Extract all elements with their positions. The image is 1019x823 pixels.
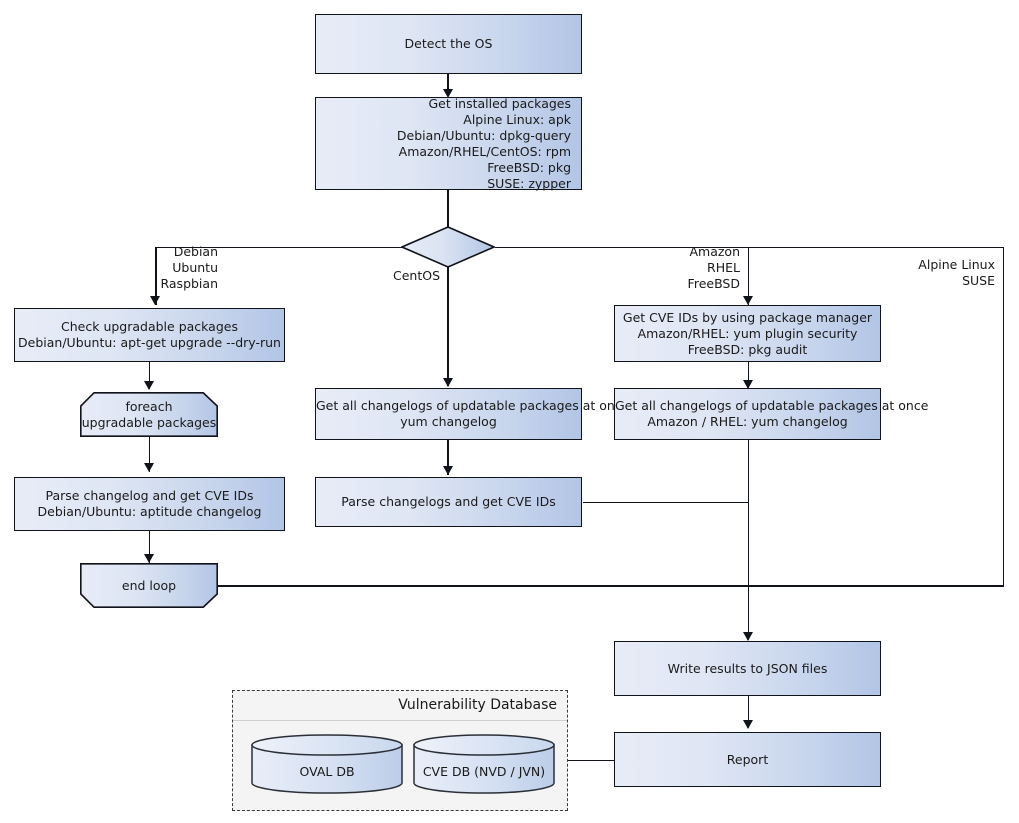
edge-decision-amazon-down	[747, 246, 750, 305]
edge-decision-centos	[447, 265, 449, 386]
node-get-installed-packages-line1: Get installed packages	[428, 95, 571, 111]
node-foreach-loop-start[interactable]: foreach upgradable packages	[80, 392, 218, 437]
branch-label-amazon-line3: FreeBSD	[687, 276, 740, 291]
arrow-centos-changelogs-to-parse	[442, 466, 453, 475]
node-get-installed-packages-line2: Alpine Linux: apk	[463, 111, 571, 127]
node-get-installed-packages-line5: FreeBSD: pkg	[487, 159, 571, 175]
db-cylinder-oval[interactable]: OVAL DB	[251, 734, 403, 798]
branch-label-amazon: Amazon RHEL FreeBSD	[620, 244, 740, 292]
arrow-write-to-report	[742, 720, 753, 729]
arrow-trunk-to-write	[742, 632, 753, 641]
node-check-upgradable-line1: Check upgradable packages	[61, 319, 238, 334]
node-get-installed-packages[interactable]: Get installed packages Alpine Linux: apk…	[315, 95, 582, 191]
node-parse-changelog-debian[interactable]: Parse changelog and get CVE IDs Debian/U…	[14, 477, 285, 531]
branch-label-alpine-line2: SUSE	[962, 273, 995, 288]
branch-label-debian-line2: Ubuntu	[172, 260, 218, 275]
edge-centos-parse-to-trunk	[583, 501, 749, 504]
node-changelogs-amazon-line2: Amazon / RHEL: yum changelog	[647, 414, 848, 429]
node-changelogs-amazon-line1: Get all changelogs of updatable packages…	[615, 398, 929, 413]
branch-label-centos: CentOS	[330, 268, 440, 284]
node-get-installed-packages-line4: Amazon/RHEL/CentOS: rpm	[398, 143, 571, 159]
group-divider	[233, 720, 567, 721]
branch-label-debian: Debian Ubuntu Raspbian	[90, 244, 218, 292]
node-report[interactable]: Report	[614, 732, 881, 787]
node-cve-ids-line2: Amazon/RHEL: yum plugin security	[637, 325, 858, 341]
node-parse-changelogs-centos[interactable]: Parse changelogs and get CVE IDs	[315, 477, 582, 527]
node-cve-ids-line3: FreeBSD: pkg audit	[687, 341, 808, 357]
db-cylinder-oval-label: OVAL DB	[299, 764, 355, 779]
node-get-installed-packages-line3: Debian/Ubuntu: dpkg-query	[396, 127, 571, 143]
node-cve-ids-package-manager[interactable]: Get CVE IDs by using package manager Ama…	[614, 305, 881, 362]
node-foreach-line2: upgradable packages	[81, 414, 217, 430]
arrow-cveids-to-changelogs	[742, 380, 753, 389]
edge-decision-left	[155, 246, 405, 249]
node-changelogs-centos-line2: yum changelog	[400, 414, 497, 429]
group-vulnerability-database: Vulnerability Database O	[232, 690, 568, 811]
arrow-decision-to-centos	[442, 378, 453, 387]
node-parse-changelogs-centos-label: Parse changelogs and get CVE IDs	[341, 494, 556, 509]
branch-label-amazon-line1: Amazon	[689, 244, 740, 259]
edge-write-to-report	[747, 696, 750, 728]
edge-parse-to-endloop	[148, 531, 151, 564]
node-changelogs-amazon[interactable]: Get all changelogs of updatable packages…	[614, 388, 929, 440]
branch-label-debian-line3: Raspbian	[160, 276, 218, 291]
arrow-parse-to-endloop	[143, 554, 154, 563]
node-get-installed-packages-line6: SUSE: zypper	[487, 175, 571, 191]
node-detect-the-os[interactable]: Detect the OS	[315, 14, 582, 74]
cve-db-cylinder-shape	[413, 734, 555, 794]
arrow-foreach-to-parse	[143, 463, 154, 472]
arrow-check-to-foreach	[143, 381, 154, 390]
edge-foreach-to-parse	[148, 437, 151, 472]
edge-alpine-bypass	[1002, 246, 1005, 587]
node-write-results-label: Write results to JSON files	[667, 660, 828, 676]
arrow-decision-to-debian	[150, 296, 161, 305]
branch-label-amazon-line2: RHEL	[707, 260, 740, 275]
arrow-detect-to-packages	[442, 89, 453, 98]
db-cylinder-cve[interactable]: CVE DB (NVD / JVN)	[413, 734, 555, 798]
edge-amazon-trunk	[747, 440, 750, 640]
edge-cveids-to-changelogs	[747, 362, 750, 388]
branch-label-debian-line1: Debian	[173, 244, 218, 259]
db-cylinder-cve-label: CVE DB (NVD / JVN)	[422, 764, 546, 779]
node-detect-the-os-label: Detect the OS	[404, 36, 493, 51]
edge-decision-right	[495, 246, 1004, 249]
edge-packages-to-decision	[447, 190, 449, 230]
branch-label-alpine: Alpine Linux SUSE	[870, 257, 995, 289]
node-end-loop[interactable]: end loop	[80, 563, 218, 608]
node-report-label: Report	[726, 751, 769, 767]
branch-label-alpine-line1: Alpine Linux	[918, 257, 995, 272]
edge-db-to-report	[568, 759, 614, 762]
edge-detect-to-packages	[447, 74, 449, 96]
oval-db-cylinder-shape	[251, 734, 403, 794]
node-foreach-line1: foreach	[125, 398, 173, 414]
node-end-loop-label: end loop	[121, 577, 177, 593]
decision-diamond-shape	[399, 226, 497, 268]
group-vulnerability-database-title: Vulnerability Database	[398, 697, 557, 713]
node-parse-changelog-debian-line2: Debian/Ubuntu: aptitude changelog	[37, 504, 262, 519]
node-cve-ids-line1: Get CVE IDs by using package manager	[622, 309, 873, 325]
node-changelogs-centos-line1: Get all changelogs of updatable packages…	[316, 398, 630, 413]
node-os-decision[interactable]	[399, 226, 497, 272]
node-parse-changelog-debian-line1: Parse changelog and get CVE IDs	[45, 488, 254, 503]
branch-label-centos-line1: CentOS	[392, 268, 440, 283]
arrow-decision-to-amazon	[742, 296, 753, 305]
node-check-upgradable-line2: Debian/Ubuntu: apt-get upgrade --dry-run	[18, 335, 281, 350]
edge-endloop-merge	[218, 585, 1004, 587]
edge-decision-left-down	[155, 246, 157, 305]
edge-check-to-foreach	[148, 362, 151, 389]
edge-centos-changelogs-to-parse	[447, 440, 449, 475]
node-changelogs-centos[interactable]: Get all changelogs of updatable packages…	[315, 388, 630, 440]
node-check-upgradable-packages[interactable]: Check upgradable packages Debian/Ubuntu:…	[14, 308, 285, 362]
node-write-results-json[interactable]: Write results to JSON files	[614, 641, 881, 696]
